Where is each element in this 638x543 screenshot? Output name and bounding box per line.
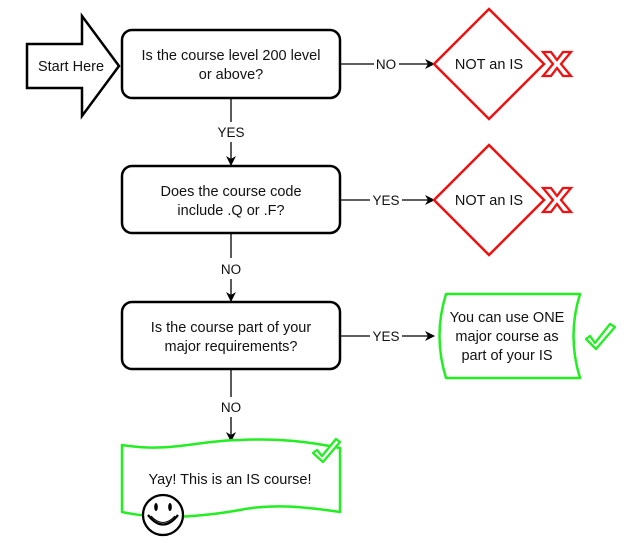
x-mark-icon <box>540 186 574 214</box>
edge-q3-yes: YES <box>341 329 435 344</box>
edge-label-yes: YES <box>372 193 399 208</box>
start-arrow: Start Here <box>25 12 121 120</box>
yay-label: Yay! This is an IS course! <box>148 472 311 488</box>
edge-label-no: NO <box>221 400 241 415</box>
edge-q1-yes: YES <box>217 98 245 166</box>
edge-label-yes: YES <box>217 125 244 140</box>
q2-line-1: Does the course code <box>160 184 301 200</box>
outcome-not-is-1: NOT an IS <box>432 7 546 121</box>
x-mark-icon <box>540 50 574 78</box>
q2-line-2: include .Q or .F? <box>177 203 284 219</box>
q3-line-2: major requirements? <box>165 339 298 355</box>
outcome-major-course: You can use ONE major course as part of … <box>438 292 582 380</box>
checkmark-icon <box>584 322 617 351</box>
major-line-2: major course as <box>455 329 558 345</box>
q1-line-1: Is the course level 200 level <box>142 48 321 64</box>
edge-label-no: NO <box>376 57 396 72</box>
not-is-1-label: NOT an IS <box>455 57 523 73</box>
major-line-3: part of your IS <box>461 348 552 364</box>
edge-q3-no: NO <box>221 369 241 442</box>
checkmark-icon <box>311 437 342 464</box>
major-line-1: You can use ONE <box>450 310 565 326</box>
edge-q2-yes: YES <box>341 193 435 208</box>
start-label: Start Here <box>38 59 104 75</box>
decision-box-q3: Is the course part of your major require… <box>120 300 342 371</box>
decision-box-q2: Does the course code include .Q or .F? <box>120 164 342 235</box>
edge-q1-no: NO <box>341 57 435 72</box>
outcome-not-is-2: NOT an IS <box>432 143 546 257</box>
q1-line-2: or above? <box>199 67 264 83</box>
outcome-yay-banner: Yay! This is an IS course! <box>120 438 342 518</box>
edge-label-no: NO <box>221 262 241 277</box>
q3-line-1: Is the course part of your <box>151 320 312 336</box>
smiley-face-icon <box>141 493 185 537</box>
decision-box-q1: Is the course level 200 level or above? <box>120 28 342 100</box>
not-is-2-label: NOT an IS <box>455 193 523 209</box>
edge-q2-no: NO <box>221 233 241 302</box>
edge-label-yes: YES <box>372 329 399 344</box>
